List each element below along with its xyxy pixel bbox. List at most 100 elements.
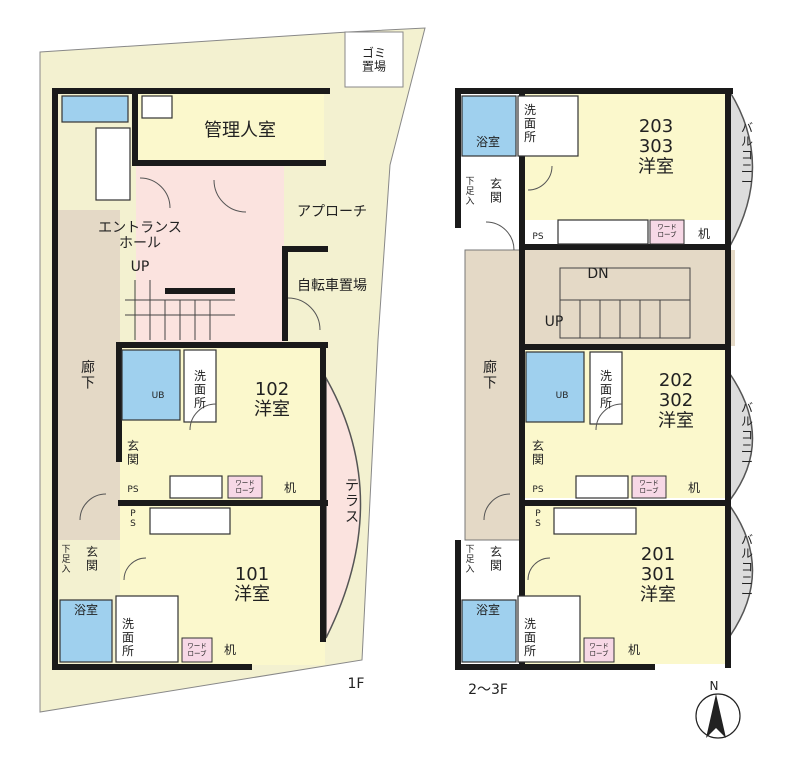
stair-1f [125, 280, 235, 340]
label-up-23f: UP [545, 314, 564, 330]
label-bath-top: 浴室 [476, 134, 500, 149]
unit-bath-mid-icon [525, 351, 585, 423]
label-washroom-top: 洗面所 [524, 103, 536, 144]
wall-1f-102-right [320, 342, 326, 642]
label-shoebox-bot: 下足入 [465, 545, 474, 575]
label-genkan-bot: 玄関 [490, 544, 502, 572]
label-manager-room: 管理人室 [204, 120, 276, 141]
wall-23f-inner-left [519, 88, 525, 668]
door-1f-b [213, 179, 247, 213]
compass-label: N [710, 679, 719, 693]
label-dn: DN [587, 266, 608, 282]
label-genkan-102: 玄関 [127, 438, 139, 466]
corridor-1f-fill [56, 210, 120, 540]
stair-23f [559, 267, 691, 339]
door-23f-d [483, 493, 511, 521]
label-desk-bot: 机 [628, 643, 640, 657]
label-washroom-bot: 洗面所 [524, 617, 536, 658]
label-ub-23f: UB [556, 391, 569, 401]
kitchen-low-icon [553, 507, 637, 535]
kitchen-mid-icon [575, 475, 629, 499]
wall-23f-202-top [520, 344, 730, 350]
label-washroom-102: 洗面所 [194, 369, 206, 410]
door-1f-a [139, 177, 171, 209]
label-balcony-top: バルコニー [741, 121, 753, 189]
bath-101-icon [59, 599, 113, 663]
wall-1f-top [52, 88, 330, 94]
terrace-fill [325, 375, 362, 639]
label-bath-bot: 浴室 [476, 602, 500, 617]
lockers-1f-icon [95, 127, 131, 201]
label-washroom-101: 洗面所 [122, 617, 134, 658]
label-ps-top: PS [532, 232, 543, 242]
label-ps-mid: PS [532, 485, 543, 495]
bath-bot-icon [461, 599, 517, 663]
stair-hall-fill [525, 250, 735, 346]
wardrobe-bot-box [583, 637, 615, 663]
wardrobe-mid-box [631, 475, 667, 499]
wall-23f-left-bot [455, 540, 461, 668]
garbage-area [344, 31, 404, 88]
balcony-mid-fill [729, 371, 754, 503]
label-bicycle: 自転車置場 [297, 277, 367, 294]
wall-1f-bike [282, 246, 288, 341]
label-wardrobe-bot: ワードローブ [589, 642, 609, 657]
washroom-top-box [517, 95, 579, 157]
wall-1f-stair-bottom [165, 288, 235, 294]
label-ps-102: PS [127, 485, 138, 495]
wall-1f-102-left [116, 342, 122, 462]
label-floor-1f: 1F [348, 676, 365, 692]
compass: N [695, 679, 741, 739]
label-wardrobe-101: ワードローブ [187, 642, 207, 657]
wall-23f-left-top [455, 88, 461, 228]
wardrobe-top-box [649, 219, 685, 245]
wardrobe-102-box [227, 475, 263, 499]
label-terrace: テラス [345, 478, 359, 525]
kitchen-101-icon [149, 507, 231, 535]
label-balcony-bot: バルコニー [741, 533, 753, 601]
wall-1f-mid [118, 500, 328, 506]
door-1f-d [189, 403, 217, 431]
bath-top-icon [461, 95, 517, 157]
label-garbage: ゴミ置場 [362, 45, 386, 73]
wardrobe-101-box [181, 637, 213, 663]
kitchen-mgr-icon [141, 95, 173, 119]
label-wardrobe-top: ワードローブ [657, 223, 677, 238]
washroom-mid-box [589, 351, 623, 425]
label-genkan-top: 玄関 [490, 176, 502, 204]
door-23f-a [485, 221, 515, 251]
label-entrance-hall: エントランスホール [98, 220, 182, 252]
wall-1f-mgr-bottom [136, 160, 326, 166]
floor-1f: ゴミ置場 管理人室 アプローチ エントランスホール UP 自転車置場 廊下 テラ… [39, 27, 426, 713]
door-1f-f [123, 557, 147, 581]
wall-23f-203-bottom [520, 244, 730, 250]
door-23f-b [527, 165, 553, 191]
washroom-bot-box [517, 595, 581, 663]
door-1f-c [287, 297, 321, 331]
label-ub-1f: UB [152, 391, 165, 401]
wall-1f-entry [282, 246, 328, 252]
label-shoebox-101: 下足入 [61, 545, 70, 575]
label-genkan-101: 玄関 [86, 544, 98, 572]
washroom-102-box [183, 349, 217, 423]
door-1f-e [79, 493, 107, 521]
compass-ring-icon [695, 693, 741, 739]
label-desk-top: 机 [698, 227, 710, 241]
balcony-top-fill [729, 89, 754, 249]
wall-23f-bottom [455, 664, 655, 670]
wall-1f-mgr-left [132, 88, 138, 166]
wall-1f-bottom [52, 664, 252, 670]
label-floor-23f: 2〜3F [468, 682, 508, 698]
door-23f-c [595, 403, 623, 431]
label-genkan-mid: 玄関 [532, 438, 544, 466]
label-bath-101: 浴室 [74, 602, 98, 617]
unit-bath-102-icon [121, 349, 181, 421]
corridor-23f-fill [464, 249, 521, 541]
label-shoebox-top: 下足入 [465, 177, 474, 207]
